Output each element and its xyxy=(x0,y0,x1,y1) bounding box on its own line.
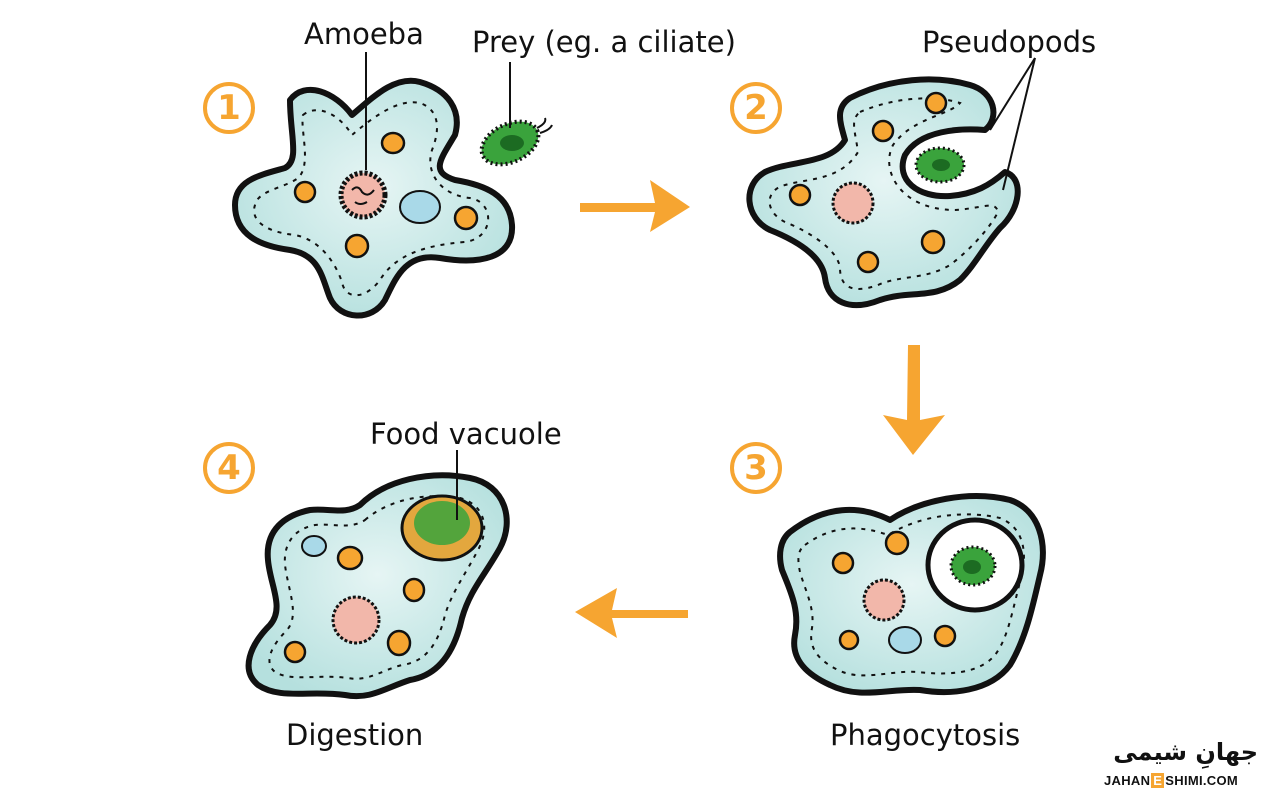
arrow-icon xyxy=(883,345,945,455)
step-number-4: 4 xyxy=(203,442,255,494)
step-number-3: 3 xyxy=(730,442,782,494)
amoeba-cell-3 xyxy=(777,493,1046,696)
amoeba-cell-2 xyxy=(746,76,1021,308)
label-food-vacuole: Food vacuole xyxy=(370,417,562,451)
prey-ciliate-1 xyxy=(479,117,553,167)
step-number-2: 2 xyxy=(730,82,782,134)
amoeba-cell-4 xyxy=(245,472,510,700)
label-prey: Prey (eg. a ciliate) xyxy=(472,25,736,59)
step-number-1: 1 xyxy=(203,82,255,134)
logo-arabic-text: جهانِ شیمی xyxy=(1113,738,1258,766)
arrow-icon xyxy=(575,588,688,638)
arrow-icon xyxy=(580,180,690,232)
logo-domain-letter: E xyxy=(1151,773,1165,788)
label-phagocytosis: Phagocytosis xyxy=(830,718,1021,752)
label-pseudopods: Pseudopods xyxy=(922,25,1097,59)
logo-domain-part2: SHIMI.COM xyxy=(1165,773,1239,788)
pseudopods-pointers xyxy=(989,57,1036,191)
label-amoeba: Amoeba xyxy=(304,17,424,51)
logo-domain-part1: JAHAN xyxy=(1104,773,1151,788)
amoeba-cell-1 xyxy=(232,77,516,319)
label-digestion: Digestion xyxy=(286,718,424,752)
